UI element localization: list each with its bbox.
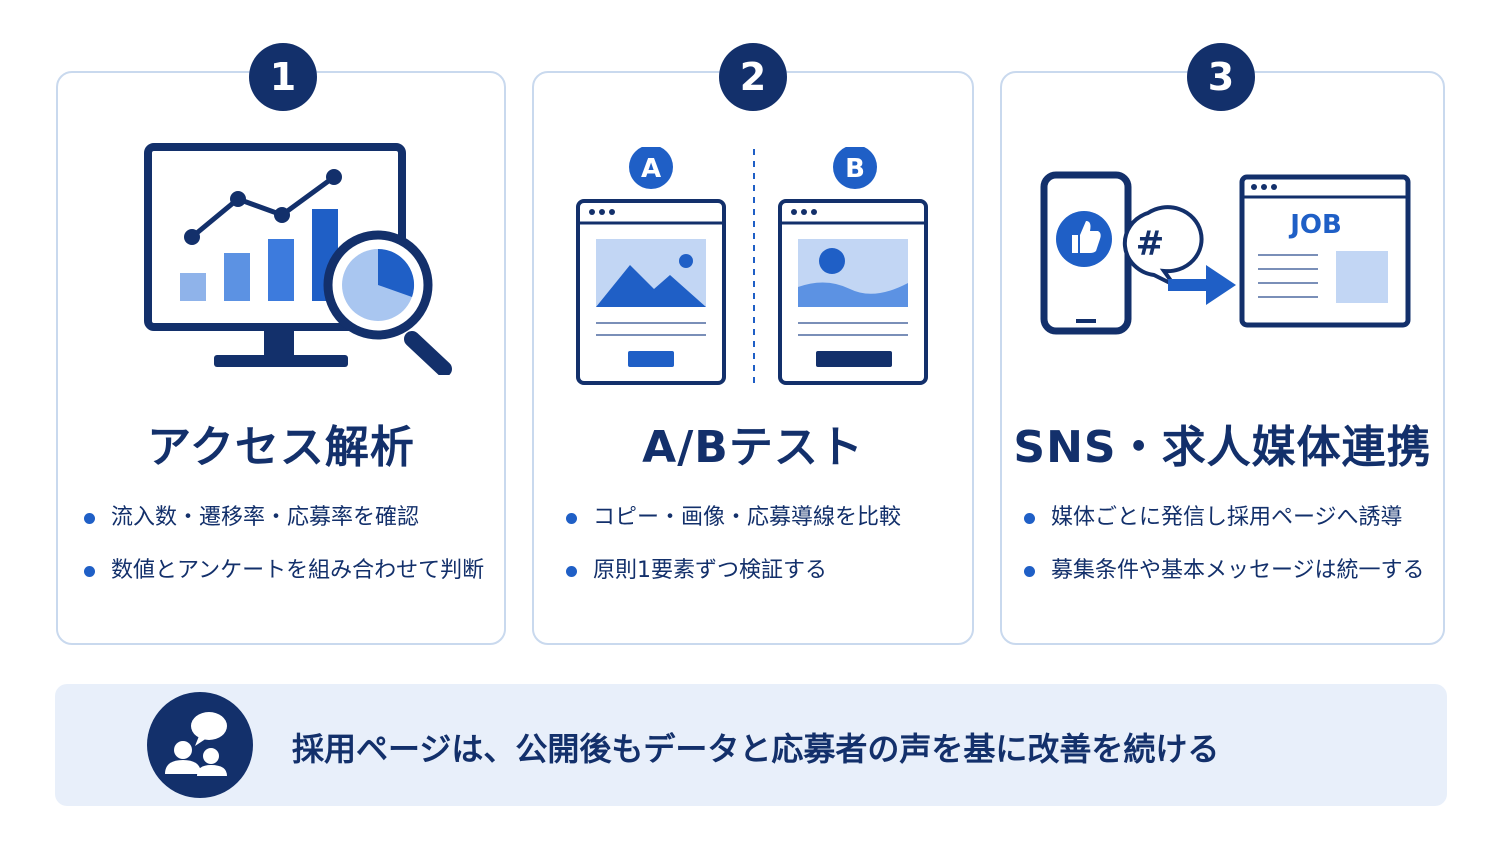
step-title: A/Bテスト	[642, 422, 864, 473]
step-card-2: 2 A B A/Bテスト コピー・画像・応募導線を比較 原則1要素ずつ検証する	[532, 43, 974, 645]
analytics-monitor-magnifier-icon	[144, 143, 452, 375]
step-title: アクセス解析	[147, 422, 415, 473]
step-card-1: 1 アクセス解析 流入数・遷移率・応募率を確認 数値とアンケートを組み合わせて判…	[56, 43, 506, 645]
hashtag-icon: #	[1136, 224, 1165, 264]
ab-test-pages-icon: A B	[576, 147, 928, 385]
step-bullet-list: コピー・画像・応募導線を比較 原則1要素ずつ検証する	[566, 505, 901, 611]
step-number-badge: 1	[249, 43, 317, 111]
variant-a-label: A	[641, 154, 661, 184]
list-item: 原則1要素ずつ検証する	[566, 558, 901, 584]
summary-text: 採用ページは、公開後もデータと応募者の声を基に改善を続ける	[292, 730, 1220, 768]
sns-to-job-board-icon: # JOB	[1040, 171, 1411, 335]
step-title: SNS・求人媒体連携	[1013, 422, 1432, 473]
step-card-3: 3 # JOB SNS・求人媒体連携 媒体ごとに発信し採用ページへ誘導 募集条件…	[1000, 43, 1445, 645]
variant-b-label: B	[845, 154, 865, 184]
list-item: 募集条件や基本メッセージは統一する	[1024, 558, 1425, 584]
step-bullet-list: 媒体ごとに発信し採用ページへ誘導 募集条件や基本メッセージは統一する	[1024, 505, 1425, 611]
people-chat-icon	[147, 692, 253, 798]
list-item: 媒体ごとに発信し採用ページへ誘導	[1024, 505, 1425, 531]
list-item: コピー・画像・応募導線を比較	[566, 505, 901, 531]
step-bullet-list: 流入数・遷移率・応募率を確認 数値とアンケートを組み合わせて判断	[84, 505, 484, 611]
list-item: 流入数・遷移率・応募率を確認	[84, 505, 484, 531]
step-number-badge: 3	[1187, 43, 1255, 111]
list-item: 数値とアンケートを組み合わせて判断	[84, 558, 484, 584]
summary-banner: 採用ページは、公開後もデータと応募者の声を基に改善を続ける	[55, 684, 1447, 806]
step-number-badge: 2	[719, 43, 787, 111]
job-label: JOB	[1288, 210, 1342, 240]
